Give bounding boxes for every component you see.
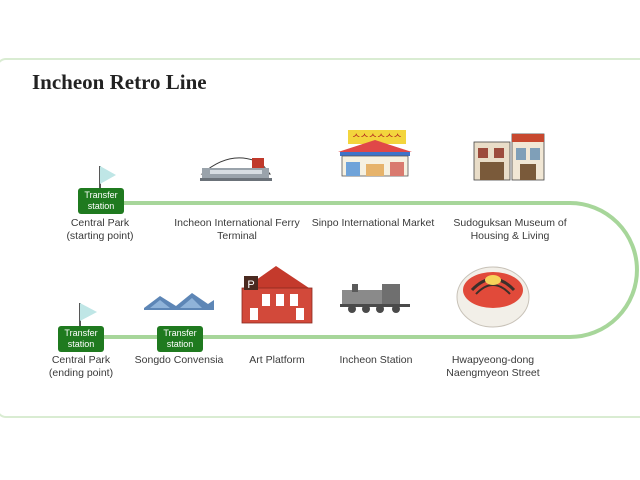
steam-train-icon (340, 284, 410, 313)
sudoguksan-museum-icon (473, 133, 545, 181)
art-platform-icon: P (241, 266, 313, 324)
station-label-hwapyeong-dong: Hwapyeong-dong Naengmyeon Street (446, 354, 540, 379)
ferry-terminal-icon (200, 157, 272, 181)
svg-text:ᄉᄉᄉᄉᄉᄉ: ᄉᄉᄉᄉᄉᄉ (352, 133, 402, 143)
route-line (80, 201, 639, 339)
songdo-convensia-icon (144, 293, 214, 310)
station-label-art-platform: Art Platform (249, 354, 305, 366)
station-label-sudoguksan-museum: Sudoguksan Museum of Housing & Living (453, 217, 567, 242)
transfer-badge-songdo: Transfer station (157, 326, 203, 352)
station-label-incheon-station: Incheon Station (339, 354, 413, 366)
station-label-central-park-start: Central Park (starting point) (66, 217, 134, 242)
station-label-songdo-convensia: Songdo Convensia (134, 354, 224, 366)
naengmyeon-bowl-icon (456, 266, 530, 328)
transfer-badge-start: Transfer station (78, 188, 124, 214)
page-title: Incheon Retro Line (32, 70, 207, 94)
flag-icon-end (79, 303, 97, 328)
svg-text:P: P (247, 279, 254, 291)
sinpo-market-icon: ᄉᄉᄉᄉᄉᄉ (338, 130, 412, 177)
station-label-sinpo-market: Sinpo International Market (311, 217, 435, 229)
station-label-central-park-end: Central Park (ending point) (48, 354, 114, 379)
map-card (0, 58, 640, 418)
station-label-ferry-terminal: Incheon International Ferry Terminal (174, 217, 300, 242)
transfer-badge-end: Transfer station (58, 326, 104, 352)
